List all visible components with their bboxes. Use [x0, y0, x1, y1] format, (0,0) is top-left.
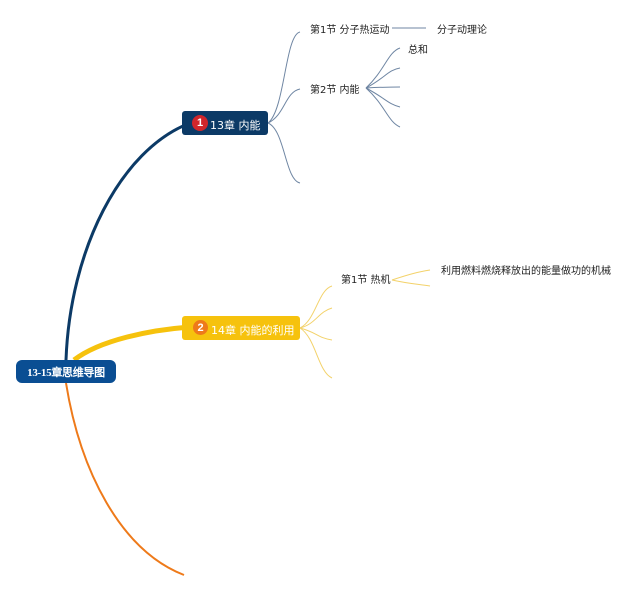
branch-ch15: [65, 382, 185, 576]
ch13-link-sec3: [267, 122, 301, 184]
ch14-link-sec2: [299, 307, 333, 329]
branch-ch13: [64, 121, 191, 361]
ch13-section-1-detail[interactable]: 分子动理论: [437, 25, 487, 36]
ch14-link-sec1: [299, 285, 333, 329]
ch14-sec1-detail-link-2: [391, 269, 431, 281]
ch13-sec2-fan-5: [365, 87, 401, 128]
ch13-section-2-detail-1[interactable]: 总和: [408, 45, 428, 56]
ch13-sec2-fan-1: [365, 47, 401, 89]
ch13-link-sec1: [267, 31, 301, 124]
chapter-13-badge: 1: [192, 115, 208, 131]
ch13-section-2[interactable]: 第2节 内能: [310, 85, 360, 96]
ch14-section-1[interactable]: 第1节 热机: [341, 275, 391, 286]
ch13-sec2-fan-3: [365, 86, 401, 89]
ch13-link-sec2: [267, 88, 301, 124]
chapter-14-label: 14章 内能的利用: [211, 324, 295, 337]
branch-ch14: [72, 324, 191, 363]
ch14-sec1-detail-link: [391, 279, 431, 287]
root-node[interactable]: 13-15章思维导图: [16, 360, 116, 383]
ch14-section-1-detail[interactable]: 利用燃料燃烧释放出的能量做功的机械: [441, 266, 611, 277]
ch13-sec2-fan-2: [365, 67, 401, 89]
root-label: 13-15章思维导图: [27, 366, 105, 379]
ch14-link-sec4: [299, 327, 333, 379]
chapter-13-label: 13章 内能: [210, 119, 261, 132]
chapter-14-badge: 2: [193, 320, 208, 335]
ch13-section-1[interactable]: 第1节 分子热运动: [310, 25, 390, 36]
ch13-sec2-fan-4: [365, 87, 401, 108]
ch14-link-sec3: [299, 327, 333, 341]
